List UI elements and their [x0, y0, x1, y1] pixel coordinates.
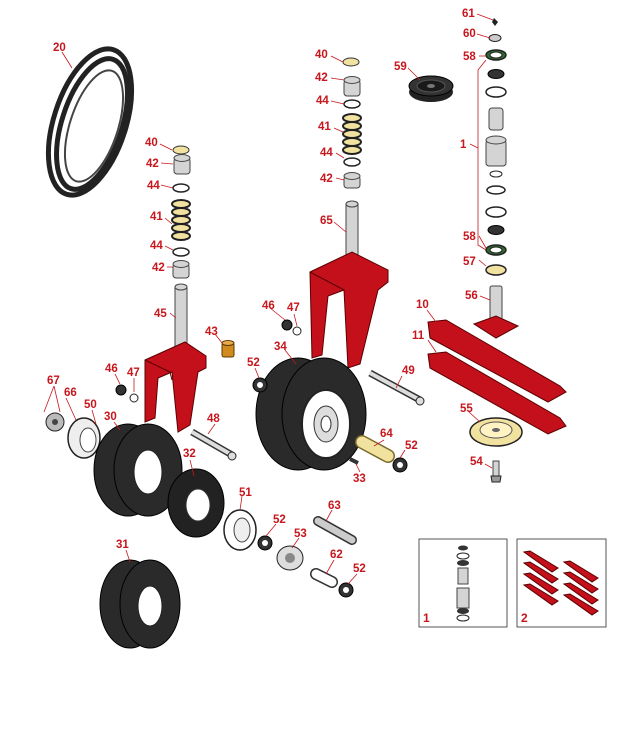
housing-55 — [469, 417, 523, 447]
callout-61: 61 — [462, 8, 475, 20]
callout-48: 48 — [207, 413, 220, 425]
spring-stack-center — [342, 113, 362, 155]
callout-44: 44 — [320, 147, 333, 159]
callout-62: 62 — [330, 549, 343, 561]
wheel-31 — [99, 559, 181, 649]
callout-58: 58 — [463, 51, 476, 63]
callout-54: 54 — [470, 456, 483, 468]
tube-32 — [167, 468, 225, 538]
callout-66: 66 — [64, 387, 77, 399]
callout-41: 41 — [150, 211, 163, 223]
callout-53: 53 — [294, 528, 307, 540]
callout-55: 55 — [460, 403, 473, 415]
callout-56: 56 — [465, 290, 478, 302]
washer-47-right — [129, 393, 139, 403]
callout-44: 44 — [316, 95, 329, 107]
callout-labels: 61 60 58 59 1 58 57 56 20 40 42 44 41 44… — [47, 8, 483, 575]
callout-49: 49 — [402, 365, 415, 377]
washer-46-left — [281, 319, 293, 331]
bearing-52c — [257, 535, 273, 551]
belt-part-20 — [45, 46, 135, 198]
callout-52: 52 — [273, 514, 286, 526]
inset-box-2: 2 — [516, 538, 607, 628]
wheel-34 — [255, 357, 367, 471]
callout-64: 64 — [380, 428, 393, 440]
callout-52: 52 — [247, 357, 260, 369]
callout-44: 44 — [150, 240, 163, 252]
callout-33: 33 — [353, 473, 366, 485]
bearing-52b — [392, 457, 408, 473]
rim-51 — [223, 509, 257, 551]
bearing-52d — [338, 582, 354, 598]
inset-spindle-assembly — [456, 545, 470, 622]
center-caster-stack — [342, 57, 362, 189]
callout-45: 45 — [154, 308, 167, 320]
callout-42: 42 — [315, 72, 328, 84]
callout-31: 31 — [116, 539, 129, 551]
callout-67: 67 — [47, 375, 60, 387]
callout-52: 52 — [353, 563, 366, 575]
inset-1-label: 1 — [423, 611, 430, 625]
leader-lines — [43, 13, 494, 585]
callout-57: 57 — [463, 256, 476, 268]
callout-51: 51 — [239, 487, 252, 499]
callout-46: 46 — [262, 300, 275, 312]
inset-blade-set — [522, 550, 599, 616]
bearing-52a — [252, 377, 268, 393]
callout-11: 11 — [412, 330, 425, 342]
callout-58: 58 — [463, 231, 476, 243]
blade-10 — [427, 319, 567, 403]
hub-53 — [276, 545, 304, 571]
washer-46-right — [115, 384, 127, 396]
callout-46: 46 — [105, 363, 118, 375]
callout-10: 10 — [416, 299, 429, 311]
spindle-stack-1 — [472, 18, 520, 339]
callout-65: 65 — [320, 215, 333, 227]
callout-1: 1 — [460, 139, 467, 151]
wheel-half-66 — [67, 417, 101, 459]
axle-bolt-49 — [368, 369, 425, 406]
spacer-62 — [310, 568, 338, 588]
bolt-54 — [490, 460, 502, 483]
wheel-30 — [93, 423, 183, 517]
callout-34: 34 — [274, 341, 287, 353]
grease-fitting-33 — [349, 457, 359, 465]
callout-50: 50 — [84, 399, 97, 411]
shaft-63 — [313, 516, 357, 545]
callout-20: 20 — [53, 42, 66, 54]
callout-40: 40 — [315, 49, 328, 61]
callout-42: 42 — [152, 262, 165, 274]
callout-42: 42 — [146, 158, 159, 170]
spring-stack-left — [171, 199, 191, 241]
callout-44: 44 — [147, 180, 160, 192]
callout-47: 47 — [287, 302, 300, 314]
spacer-43 — [221, 340, 235, 358]
blade-11 — [427, 351, 567, 435]
callout-47: 47 — [127, 367, 140, 379]
axle-bolt-48 — [190, 428, 237, 461]
callout-43: 43 — [205, 326, 218, 338]
callout-41: 41 — [318, 121, 331, 133]
callout-59: 59 — [394, 61, 407, 73]
callout-60: 60 — [463, 28, 476, 40]
callout-40: 40 — [145, 137, 158, 149]
center-caster-fork-65 — [309, 200, 389, 369]
pulley-59 — [408, 75, 454, 102]
spacer-tube-64 — [355, 435, 395, 463]
inset-box-1: 1 — [418, 538, 508, 628]
inset-2-label: 2 — [521, 611, 528, 625]
callout-52: 52 — [405, 440, 418, 452]
left-caster-stack — [171, 145, 191, 279]
callout-30: 30 — [104, 411, 117, 423]
hub-67 — [45, 412, 65, 432]
left-caster-fork-45 — [144, 283, 207, 433]
callout-32: 32 — [183, 448, 196, 460]
washer-47-left — [292, 326, 302, 336]
callout-42: 42 — [320, 173, 333, 185]
callout-63: 63 — [328, 500, 341, 512]
